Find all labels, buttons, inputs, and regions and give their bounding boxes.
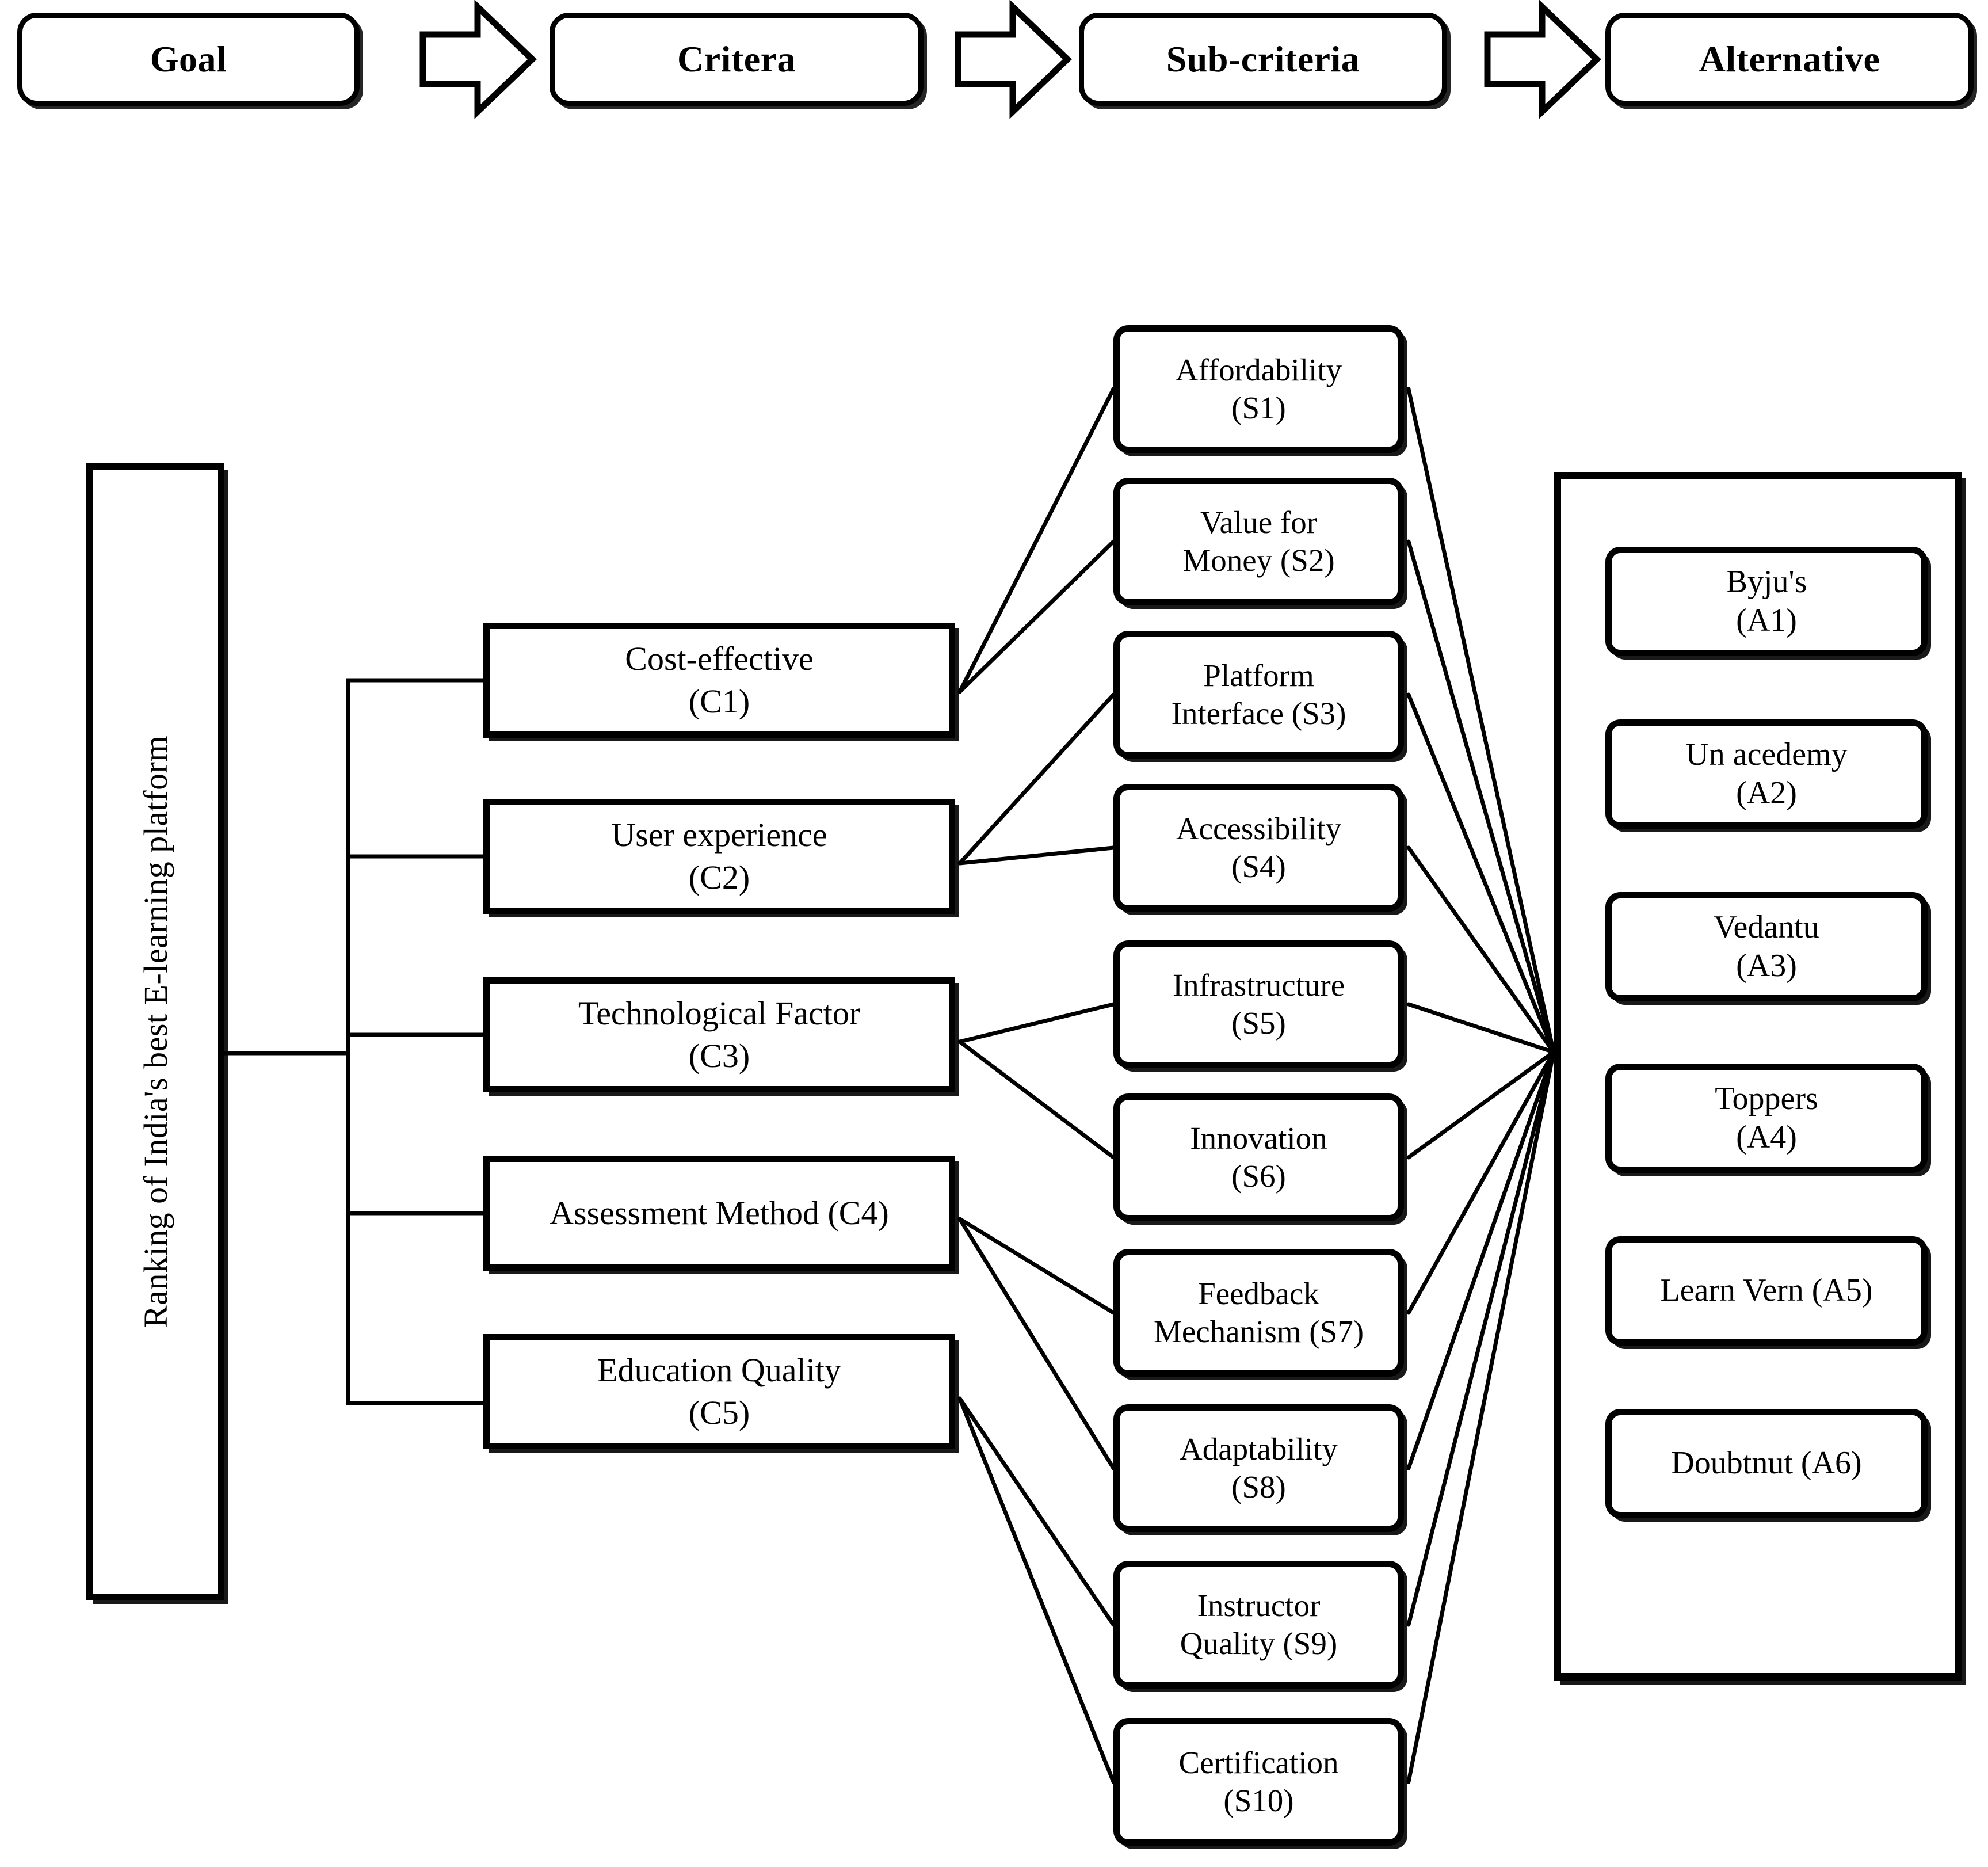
subcriteria-box-s6: Innovation(S6) (1113, 1093, 1404, 1221)
alternative-box-a3: Vedantu(A3) (1605, 892, 1928, 1001)
subcriteria-label-s1: Affordability(S1) (1175, 352, 1342, 425)
subcriteria-box-s1: Affordability(S1) (1113, 325, 1404, 453)
subcriteria-box-s8: Adaptability(S8) (1113, 1404, 1404, 1532)
alternative-label-a3: Vedantu(A3) (1714, 909, 1819, 984)
subcriteria-label-s10: Certification(S10) (1178, 1745, 1339, 1818)
alternative-box-a4: Toppers(A4) (1605, 1064, 1928, 1173)
alternative-label-a4: Toppers(A4) (1715, 1080, 1818, 1155)
subcriteria-to-alternatives-connectors (1406, 387, 1556, 1784)
alternative-box-a5: Learn Vern (A5) (1605, 1236, 1928, 1346)
alternative-box-a1: Byju's(A1) (1605, 547, 1928, 656)
subcriteria-label-s6: Innovation(S6) (1190, 1121, 1327, 1194)
subcriteria-box-s10: Certification(S10) (1113, 1718, 1404, 1846)
criteria-label-c4: Assessment Method (C4) (550, 1194, 889, 1232)
stage-box-goal: Goal (17, 13, 360, 106)
alternative-label-a5: Learn Vern (A5) (1660, 1272, 1873, 1309)
alternative-box-a6: Doubtnut (A6) (1605, 1409, 1928, 1518)
right-arrow-icon-3 (1484, 0, 1601, 119)
right-arrow-icon-2 (955, 0, 1072, 119)
stage-label-goal: Goal (150, 39, 227, 79)
stage-label-alternative: Alternative (1699, 39, 1880, 79)
alternative-label-a1: Byju's(A1) (1726, 563, 1807, 638)
subcriteria-box-s4: Accessibility(S4) (1113, 784, 1404, 912)
criteria-to-subcriteria-connectors (957, 387, 1116, 1784)
criteria-label-c1: Cost-effective(C1) (625, 639, 814, 720)
criteria-box-c4: Assessment Method (C4) (483, 1156, 955, 1271)
stage-box-alternative: Alternative (1605, 13, 1974, 106)
alternative-label-a6: Doubtnut (A6) (1671, 1445, 1862, 1481)
stage-label-criteria: Critera (677, 39, 796, 79)
alternative-box-a2: Un acedemy(A2) (1605, 719, 1928, 829)
stage-box-subcriteria: Sub-criteria (1079, 13, 1447, 106)
subcriteria-box-s5: Infrastructure(S5) (1113, 940, 1404, 1068)
criteria-box-c5: Education Quality(C5) (483, 1334, 955, 1449)
subcriteria-label-s4: Accessibility(S4) (1176, 811, 1342, 884)
goal-to-criteria-connectors (222, 678, 486, 1405)
criteria-box-c1: Cost-effective(C1) (483, 623, 955, 738)
stage-box-criteria: Critera (550, 13, 924, 106)
subcriteria-label-s5: Infrastructure(S5) (1172, 967, 1345, 1041)
criteria-box-c2: User experience(C2) (483, 799, 955, 914)
subcriteria-label-s8: Adaptability(S8) (1180, 1431, 1338, 1504)
criteria-label-c5: Education Quality(C5) (597, 1351, 841, 1431)
criteria-box-c3: Technological Factor(C3) (483, 977, 955, 1092)
criteria-label-c2: User experience(C2) (611, 816, 827, 896)
goal-box: Ranking of India's best E-learning platf… (86, 463, 224, 1600)
right-arrow-icon-1 (419, 0, 537, 119)
stage-label-subcriteria: Sub-criteria (1166, 39, 1360, 79)
criteria-label-c3: Technological Factor(C3) (578, 994, 861, 1075)
alternative-label-a2: Un acedemy(A2) (1685, 736, 1848, 811)
